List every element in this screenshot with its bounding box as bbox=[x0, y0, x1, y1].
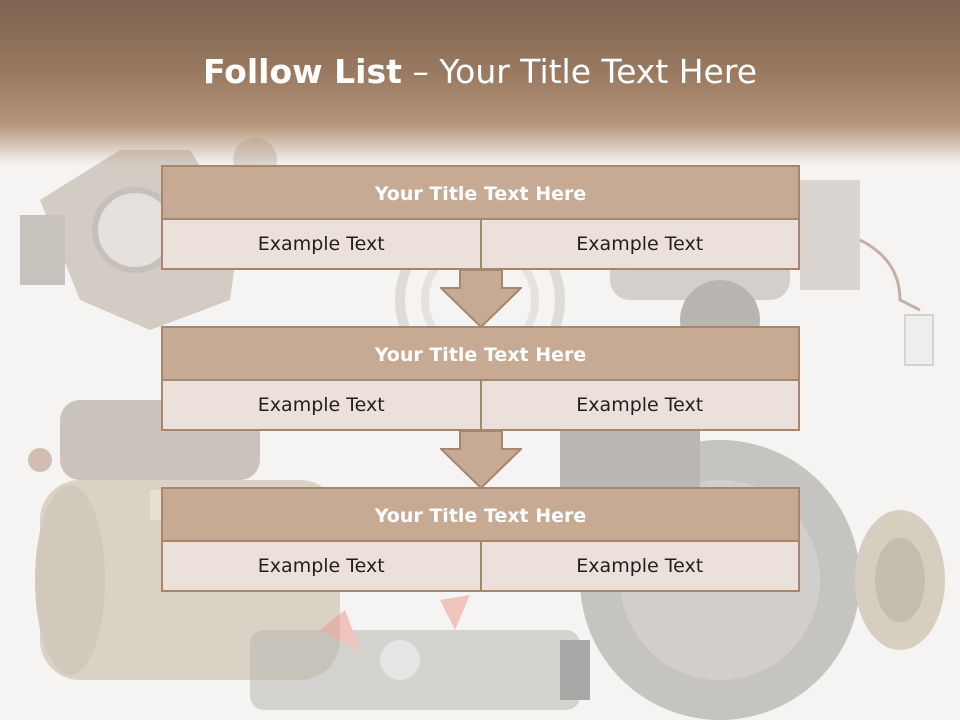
block-cell-right: Example Text bbox=[481, 542, 800, 592]
block-row: Example Text Example Text bbox=[161, 220, 800, 270]
block-cell-left: Example Text bbox=[161, 542, 482, 592]
slide-title-bold: Follow List bbox=[202, 52, 402, 91]
down-arrow-icon bbox=[440, 431, 522, 489]
slide-title: Follow List – Your Title Text Here bbox=[0, 52, 960, 91]
block-heading: Your Title Text Here bbox=[161, 165, 800, 220]
block-cell-left: Example Text bbox=[161, 381, 482, 431]
list-block-2: Your Title Text Here Example Text Exampl… bbox=[161, 326, 800, 431]
block-heading: Your Title Text Here bbox=[161, 487, 800, 542]
block-cell-left: Example Text bbox=[161, 220, 482, 270]
slide-title-rest: – Your Title Text Here bbox=[412, 52, 758, 91]
block-heading: Your Title Text Here bbox=[161, 326, 800, 381]
block-cell-right: Example Text bbox=[481, 381, 800, 431]
block-row: Example Text Example Text bbox=[161, 381, 800, 431]
header-band bbox=[0, 0, 960, 165]
list-block-3: Your Title Text Here Example Text Exampl… bbox=[161, 487, 800, 592]
list-block-1: Your Title Text Here Example Text Exampl… bbox=[161, 165, 800, 270]
block-row: Example Text Example Text bbox=[161, 542, 800, 592]
down-arrow-icon bbox=[440, 270, 522, 328]
block-cell-right: Example Text bbox=[481, 220, 800, 270]
